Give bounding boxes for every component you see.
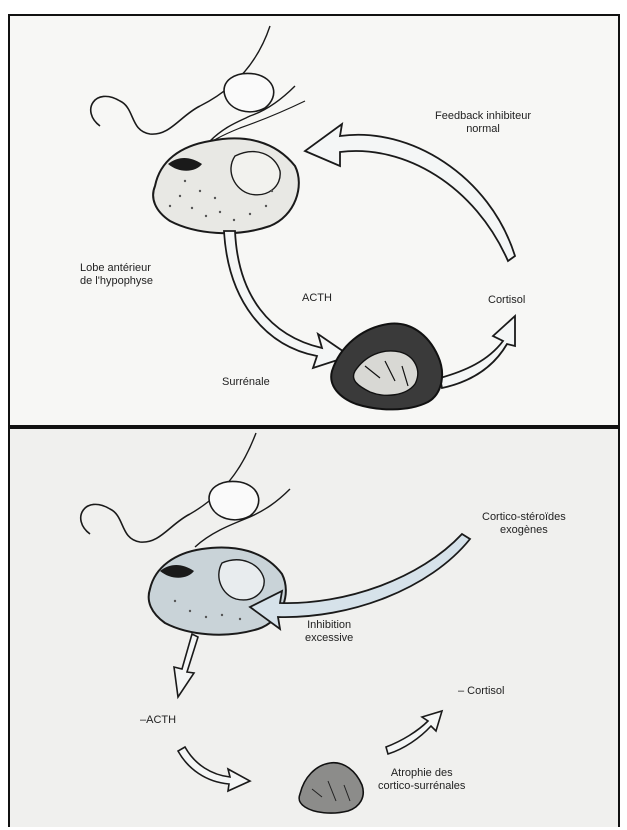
- optic-chiasm: [224, 73, 274, 111]
- atrophy-label-line1: Atrophie des: [391, 767, 453, 779]
- lobe-label-line1: Lobe antérieur: [80, 262, 151, 274]
- anterior-pituitary: [149, 547, 286, 634]
- steroids-label-line1: Cortico-stéroïdes: [482, 511, 566, 523]
- reduced-cortisol-label: – Cortisol: [458, 685, 504, 698]
- atrophy-label: Atrophie des cortico-surrénales: [378, 767, 465, 793]
- feedback-label: Feedback inhibiteur normal: [435, 110, 531, 136]
- steroids-label: Cortico-stéroïdes exogènes: [482, 511, 566, 537]
- feedback-label-line2: normal: [466, 123, 500, 135]
- lobe-label-line2: de l'hypophyse: [80, 275, 153, 287]
- hypothalamus-outline: [91, 96, 200, 134]
- atrophy-label-line2: cortico-surrénales: [378, 780, 465, 792]
- inhibition-label-line2: excessive: [305, 632, 353, 644]
- inhibition-label-line1: Inhibition: [307, 619, 351, 631]
- reduced-acth-arrow: [174, 634, 198, 697]
- cortisol-arrow: [440, 316, 515, 388]
- steroids-label-line2: exogènes: [500, 524, 548, 536]
- cortisol-label: Cortisol: [488, 294, 525, 307]
- feedback-label-line1: Feedback inhibiteur: [435, 110, 531, 122]
- normal-feedback-illustration: [10, 16, 618, 425]
- lobe-label: Lobe antérieur de l'hypophyse: [80, 262, 153, 288]
- acth-to-adrenal-arrow: [178, 747, 250, 791]
- feedback-arrow: [305, 124, 515, 261]
- normal-feedback-panel: Feedback inhibiteur normal Lobe antérieu…: [8, 14, 620, 427]
- exogenous-steroids-panel: Cortico-stéroïdes exogènes Inhibition ex…: [8, 427, 620, 827]
- optic-chiasm: [209, 481, 259, 519]
- reduced-acth-label: –ACTH: [140, 714, 176, 727]
- acth-label: ACTH: [302, 292, 332, 305]
- inhibition-label: Inhibition excessive: [305, 619, 353, 645]
- reduced-cortisol-arrow: [386, 711, 442, 754]
- surrenale-label: Surrénale: [222, 376, 270, 389]
- hypothalamus-outline: [81, 504, 190, 542]
